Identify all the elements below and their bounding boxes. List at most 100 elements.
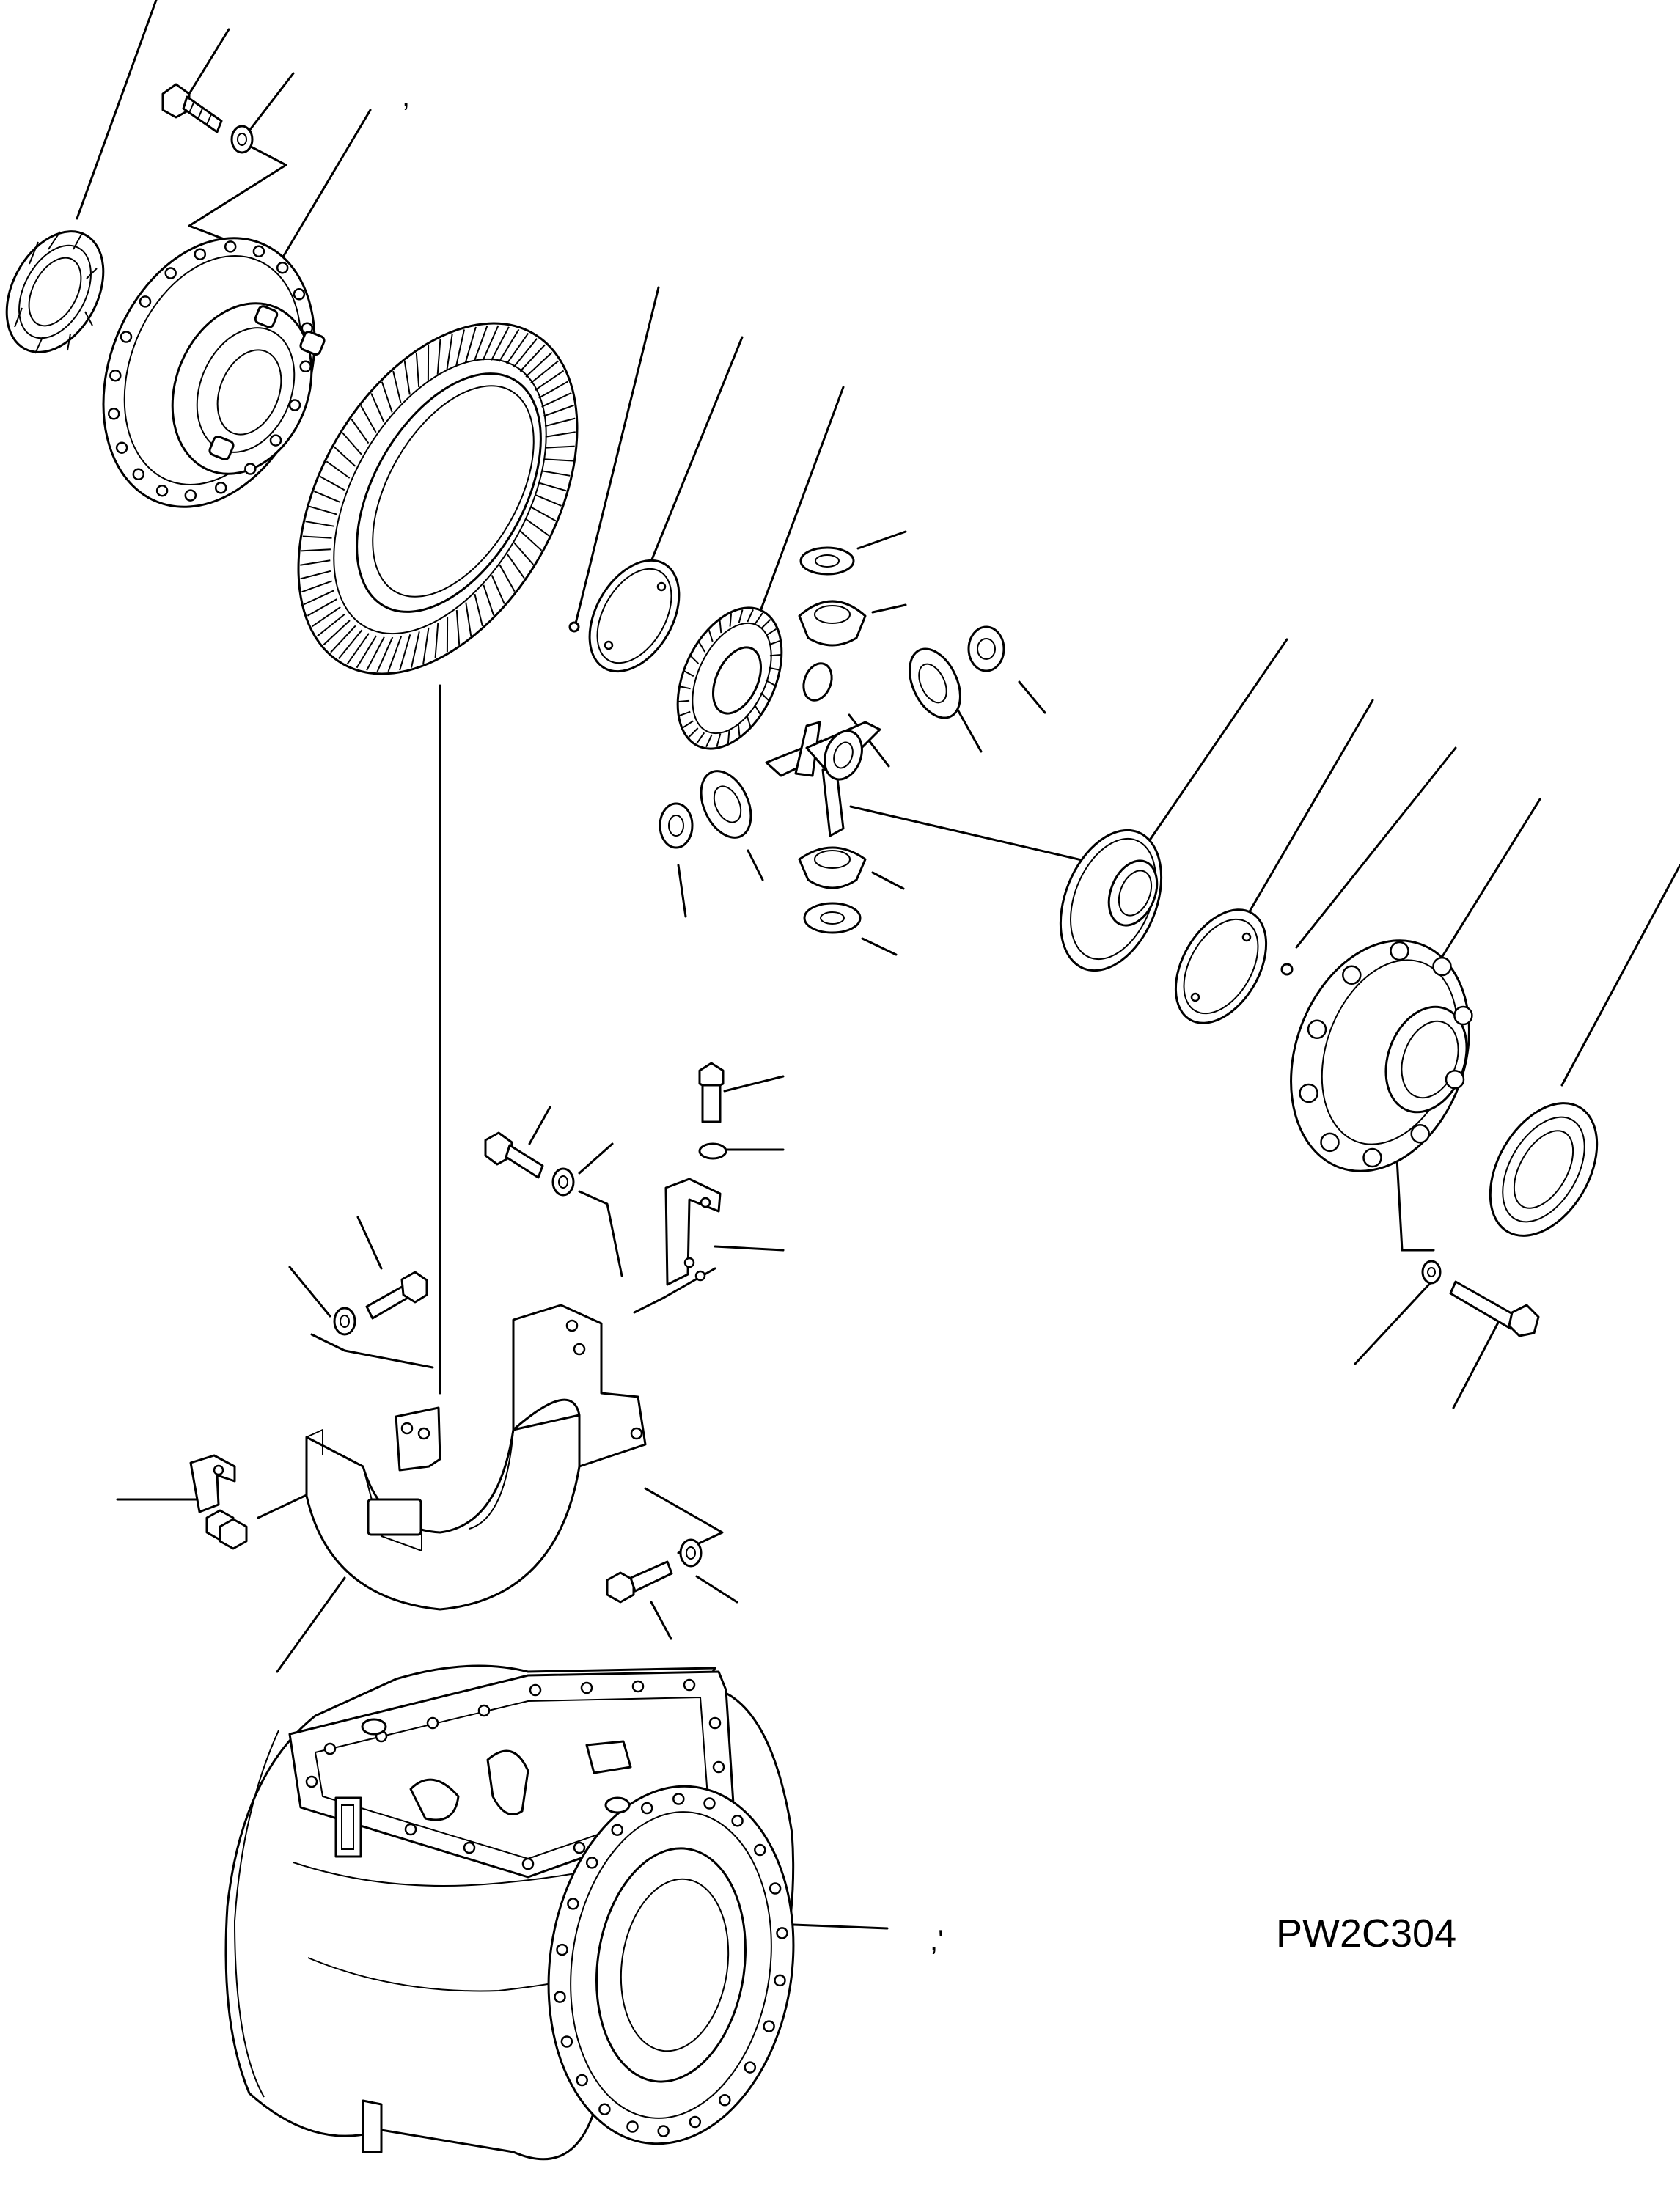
gear-tooth (754, 612, 763, 625)
bolt-hole (556, 1943, 568, 1956)
bearing-left (5, 230, 105, 354)
gear-tooth (545, 445, 575, 449)
bolt-hole (744, 2061, 757, 2074)
gear-tooth (683, 670, 694, 677)
gear-tooth (719, 620, 722, 634)
rim-hole (529, 1683, 542, 1697)
gear-tooth (766, 628, 777, 636)
rim-hole (323, 1742, 337, 1755)
gear-tooth (519, 530, 543, 551)
bolt-hole (1390, 941, 1409, 961)
gear-tooth (465, 602, 472, 636)
gear-tooth (530, 360, 559, 384)
bearing-cage-left (102, 237, 326, 508)
gear-tooth (317, 613, 345, 637)
gear-tooth (541, 470, 571, 477)
gear-tooth (760, 618, 771, 629)
bolt-hole (164, 267, 177, 279)
gear-tooth (519, 344, 546, 372)
gear-tooth (376, 636, 394, 672)
gear-tooth (499, 564, 516, 592)
bolt-hole (776, 1927, 788, 1939)
drawing-code: PW2C304 (1276, 1912, 1456, 1956)
side-gear-right (1059, 829, 1163, 972)
gear-tooth (769, 640, 780, 646)
gear-tooth (760, 692, 769, 702)
bolt-hole (139, 295, 152, 308)
bolt-hole (115, 441, 128, 454)
gear-tooth (346, 633, 370, 664)
bolt-hole (184, 489, 197, 502)
gear-tooth (530, 506, 557, 522)
gear-tooth (381, 381, 393, 413)
rim-hole (580, 1681, 593, 1694)
ring-gear (297, 322, 579, 675)
gear-tooth (455, 609, 461, 645)
gear-tooth (682, 720, 694, 729)
bolt-hole (689, 2115, 702, 2129)
bolt-hole (224, 240, 237, 253)
bolt-hole (657, 2125, 670, 2137)
bolt-lower-left (333, 1271, 428, 1336)
bolt-hole (1320, 1132, 1340, 1153)
bolt-hole (554, 1991, 566, 2003)
bolt-hole (120, 331, 133, 343)
gear-tooth (309, 505, 337, 515)
gear-tooth (473, 325, 488, 361)
rim-hole (404, 1823, 417, 1836)
bolt-upper-left (161, 83, 223, 133)
gear-tooth (351, 418, 370, 444)
gear-tooth (679, 710, 691, 716)
cover (305, 1304, 647, 1611)
bolt-hole (763, 2020, 775, 2032)
gear-tooth (455, 329, 465, 366)
gear-tooth (525, 351, 553, 378)
mark-top: , (402, 81, 410, 113)
bolt-hole (719, 2094, 731, 2107)
side-gear-left (676, 606, 783, 750)
gear-tooth (698, 642, 706, 653)
gear-tooth (464, 326, 477, 364)
bolt-hole (194, 248, 207, 260)
housing (224, 1664, 795, 2161)
bolt-mid-left (484, 1131, 575, 1197)
gear-tooth (513, 542, 534, 565)
gear-tooth (769, 654, 781, 657)
gear-tooth (769, 666, 780, 671)
gear-tooth (370, 393, 385, 423)
bolt-hole (107, 408, 120, 420)
gear-tooth (678, 699, 690, 702)
rim-hole (683, 1678, 696, 1692)
bolt-hole (276, 261, 289, 274)
bolt-hole (672, 1793, 685, 1805)
bolt-hole (1362, 1147, 1382, 1168)
bearing-right (1489, 1102, 1599, 1237)
gear-tooth (544, 417, 576, 427)
gear-tooth (301, 580, 332, 593)
bolt-hole (640, 1802, 653, 1815)
bolt-hole (703, 1797, 716, 1810)
gear-tooth (690, 655, 700, 664)
gear-tooth (753, 704, 761, 715)
gear-tooth (387, 636, 403, 672)
bolt-hole (252, 245, 265, 258)
gear-tooth (434, 623, 439, 659)
gear-tooth (302, 535, 332, 539)
bolt-hole (1410, 1124, 1430, 1144)
gear-tooth (541, 392, 572, 408)
rim-hole (708, 1716, 722, 1730)
gear-tooth (399, 634, 411, 671)
gear-tooth (342, 432, 362, 455)
gear-tooth (499, 328, 520, 362)
bolt-hole (269, 434, 282, 447)
gear-tooth (738, 609, 744, 623)
gear-tooth (525, 518, 550, 537)
bolt-mid-top (698, 1062, 727, 1160)
bolt-hole (576, 2074, 588, 2087)
gear-tooth (705, 734, 713, 748)
gear-tooth (403, 361, 411, 395)
bolt-hole (293, 288, 306, 301)
bolt-hole (774, 1974, 786, 1987)
thrust-washer-right (1174, 908, 1294, 1024)
